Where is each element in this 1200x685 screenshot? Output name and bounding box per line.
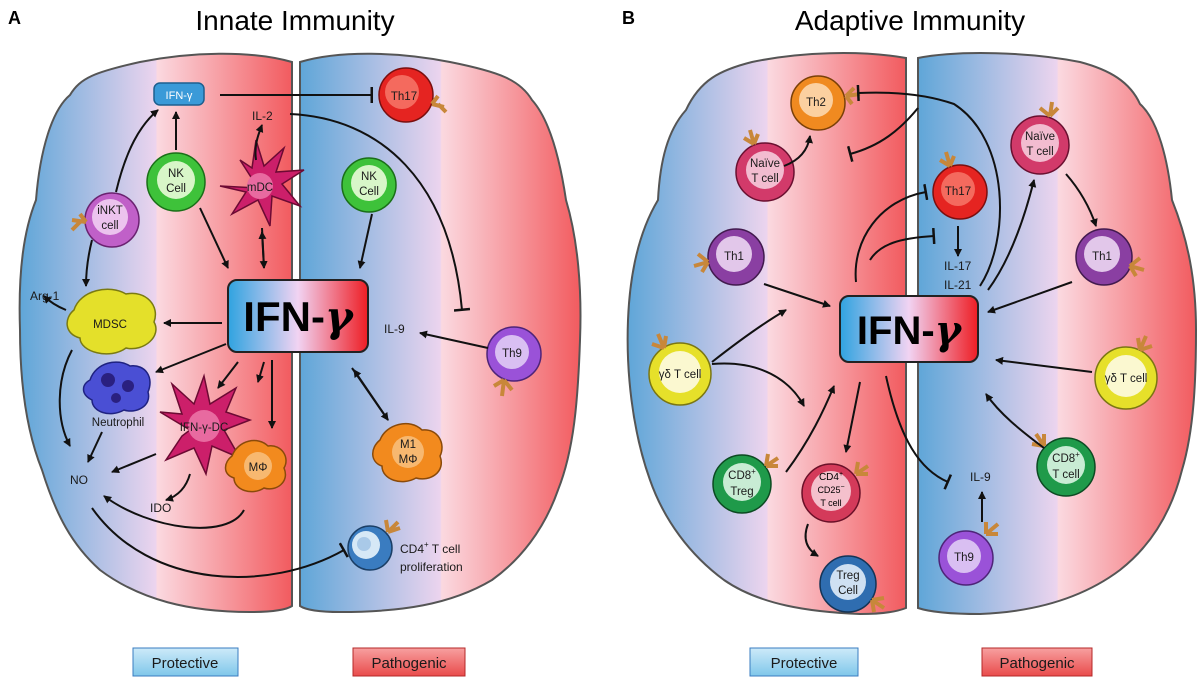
svg-text:IFN-γ: IFN-γ — [243, 292, 355, 341]
il2-label-a: IL-2 — [252, 109, 273, 123]
svg-text:Neutrophil: Neutrophil — [92, 417, 144, 429]
panel-a-title: Innate Immunity — [195, 5, 394, 36]
svg-text:Th17: Th17 — [391, 91, 417, 103]
svg-text:IFN-γ: IFN-γ — [166, 90, 193, 102]
svg-text:cell: cell — [101, 220, 118, 232]
legend-pathogenic-b: Pathogenic — [981, 647, 1093, 677]
panel-b-arrows — [711, 84, 1098, 557]
th9-cell-b: Th9 — [938, 522, 1000, 586]
svg-text:CD8+: CD8+ — [728, 467, 756, 482]
m1-macrophage-cell: M1 MΦ — [372, 422, 443, 483]
svg-text:CD8+: CD8+ — [1052, 450, 1080, 465]
nk-cell-a2: NK Cell — [341, 157, 397, 213]
svg-text:Cell: Cell — [166, 183, 186, 195]
svg-text:Pathogenic: Pathogenic — [999, 655, 1075, 672]
svg-text:CD4+: CD4+ — [819, 471, 843, 483]
svg-text:iNKT: iNKT — [97, 205, 123, 217]
svg-text:Th17: Th17 — [945, 186, 971, 198]
svg-text:Th1: Th1 — [1092, 251, 1112, 263]
ifn-center-greek-b: γ — [935, 307, 963, 354]
svg-text:Naïve: Naïve — [750, 158, 780, 170]
il17-label: IL-17 — [944, 259, 972, 273]
svg-text:Pathogenic: Pathogenic — [371, 655, 447, 672]
svg-text:T cell: T cell — [1052, 469, 1079, 481]
svg-text:γδ T cell: γδ T cell — [1105, 373, 1148, 385]
th17-cell-a: Th17 — [378, 67, 448, 123]
svg-text:Treg: Treg — [730, 486, 753, 498]
legend-protective-a: Protective — [132, 647, 239, 677]
gd-t-cell-left: γδ T cell — [648, 333, 712, 406]
svg-text:Treg: Treg — [836, 570, 859, 582]
treg-cell: Treg Cell — [819, 555, 886, 613]
panel-b-title: Adaptive Immunity — [795, 5, 1025, 36]
cd8-t-cell: CD8+ T cell — [1031, 432, 1096, 497]
cd4-proliferation-cell — [347, 519, 401, 571]
svg-text:γδ T cell: γδ T cell — [659, 369, 702, 381]
svg-text:NK: NK — [361, 171, 377, 183]
naive-t-cell-right: Naïve T cell — [1010, 101, 1070, 175]
svg-text:IFN-γ: IFN-γ — [857, 307, 963, 354]
gd-t-cell-right: γδ T cell — [1094, 335, 1158, 410]
il21-label: IL-21 — [944, 278, 972, 292]
ifn-center-greek-a: γ — [325, 292, 355, 341]
svg-text:MΦ: MΦ — [249, 462, 268, 474]
th1-cell-left: Th1 — [693, 228, 765, 286]
svg-text:CD25−: CD25− — [817, 484, 844, 495]
svg-text:T cell: T cell — [751, 173, 778, 185]
cd8-treg-cell: CD8+ Treg — [712, 453, 780, 514]
macrophage-cell: MΦ — [224, 439, 287, 493]
svg-text:MDSC: MDSC — [93, 319, 127, 331]
naive-t-cell-left: Naïve T cell — [735, 129, 795, 202]
ifn-gamma-small-box: IFN-γ — [153, 82, 205, 106]
svg-text:Cell: Cell — [838, 585, 858, 597]
ifn-gamma-center-box-a: IFN-γ — [227, 279, 369, 353]
cd4-cd25-t-cell: CD4+ CD25− T cell — [801, 461, 870, 523]
panel-a-letter: A — [8, 8, 21, 28]
svg-text:Protective: Protective — [152, 655, 219, 672]
svg-text:Naïve: Naïve — [1025, 131, 1055, 143]
svg-text:Th9: Th9 — [954, 552, 974, 564]
svg-text:Protective: Protective — [771, 655, 838, 672]
nk-cell-a1: NK Cell — [146, 152, 206, 212]
svg-text:M1: M1 — [400, 439, 416, 451]
ifn-center-text-b: IFN- — [857, 309, 935, 353]
svg-text:Cell: Cell — [359, 186, 379, 198]
svg-text:Th9: Th9 — [502, 348, 522, 360]
mdsc-cell: MDSC — [66, 288, 157, 355]
panel-b-letter: B — [622, 8, 635, 28]
ifn-dc-cell: IFN-γ-DC — [159, 373, 253, 477]
svg-text:MΦ: MΦ — [399, 454, 418, 466]
neutrophil-cell: Neutrophil — [82, 361, 151, 429]
cd4-prolif-label-line1: CD4+ T cell — [400, 540, 460, 556]
ido-label: IDO — [150, 501, 171, 515]
svg-text:mDC: mDC — [247, 182, 273, 194]
legend-protective-b: Protective — [749, 647, 859, 677]
ifn-center-text-a: IFN- — [243, 293, 325, 340]
svg-text:NK: NK — [168, 168, 184, 180]
il9-label-b: IL-9 — [970, 470, 991, 484]
th9-cell-a: Th9 — [486, 326, 542, 397]
svg-text:T cell: T cell — [1026, 146, 1053, 158]
svg-text:Th1: Th1 — [724, 251, 744, 263]
th17-cell-b: Th17 — [932, 151, 988, 220]
no-label: NO — [70, 473, 88, 487]
panel-a-arrows — [43, 87, 489, 578]
il9-label-a: IL-9 — [384, 322, 405, 336]
inkt-cell: iNKT cell — [70, 192, 140, 248]
cd4-prolif-label-line2: proliferation — [400, 560, 463, 574]
ifn-gamma-center-box-b: IFN-γ — [839, 295, 979, 363]
svg-text:Th2: Th2 — [806, 97, 826, 109]
th2-cell: Th2 — [790, 75, 861, 131]
svg-text:T cell: T cell — [820, 498, 841, 508]
th1-cell-right: Th1 — [1075, 228, 1145, 286]
legend-pathogenic-a: Pathogenic — [352, 647, 466, 677]
svg-text:IFN-γ-DC: IFN-γ-DC — [180, 422, 229, 434]
